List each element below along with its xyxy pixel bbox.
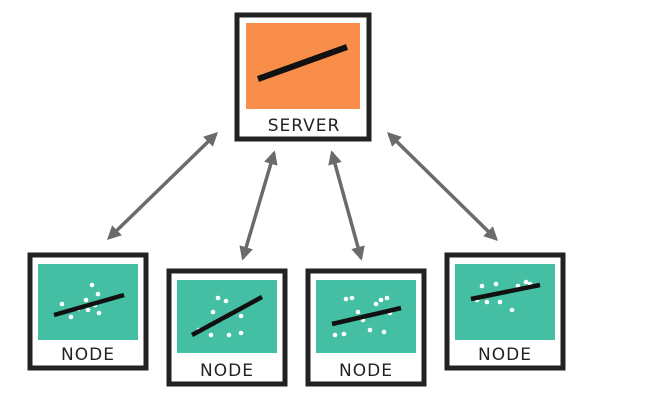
node-label-1: NODE xyxy=(61,345,115,365)
arrow-server-node-1 xyxy=(106,132,219,240)
server-model-line-icon xyxy=(256,44,349,82)
node-box-2: NODE xyxy=(166,268,288,387)
server-box: SERVER xyxy=(234,12,372,142)
fit-line-icon xyxy=(53,292,125,318)
fit-line-icon xyxy=(190,295,264,337)
node-label-3: NODE xyxy=(339,361,393,381)
arrow-server-node-2 xyxy=(239,150,278,261)
node-box-3: NODE xyxy=(305,268,427,387)
fit-line-icon xyxy=(331,305,402,327)
arrow-server-node-3 xyxy=(328,150,365,261)
node-box-1: NODE xyxy=(27,252,149,371)
fit-line-icon xyxy=(470,282,541,302)
arrow-group xyxy=(106,132,498,261)
server-label: SERVER xyxy=(268,116,341,136)
scatter-dots-icon xyxy=(196,295,244,338)
node-box-4: NODE xyxy=(444,252,566,371)
node-panel-4 xyxy=(455,264,555,340)
node-label-4: NODE xyxy=(478,345,532,365)
node-panel-1 xyxy=(38,264,138,340)
arrow-server-node-4 xyxy=(387,132,498,241)
node-label-2: NODE xyxy=(200,361,254,381)
